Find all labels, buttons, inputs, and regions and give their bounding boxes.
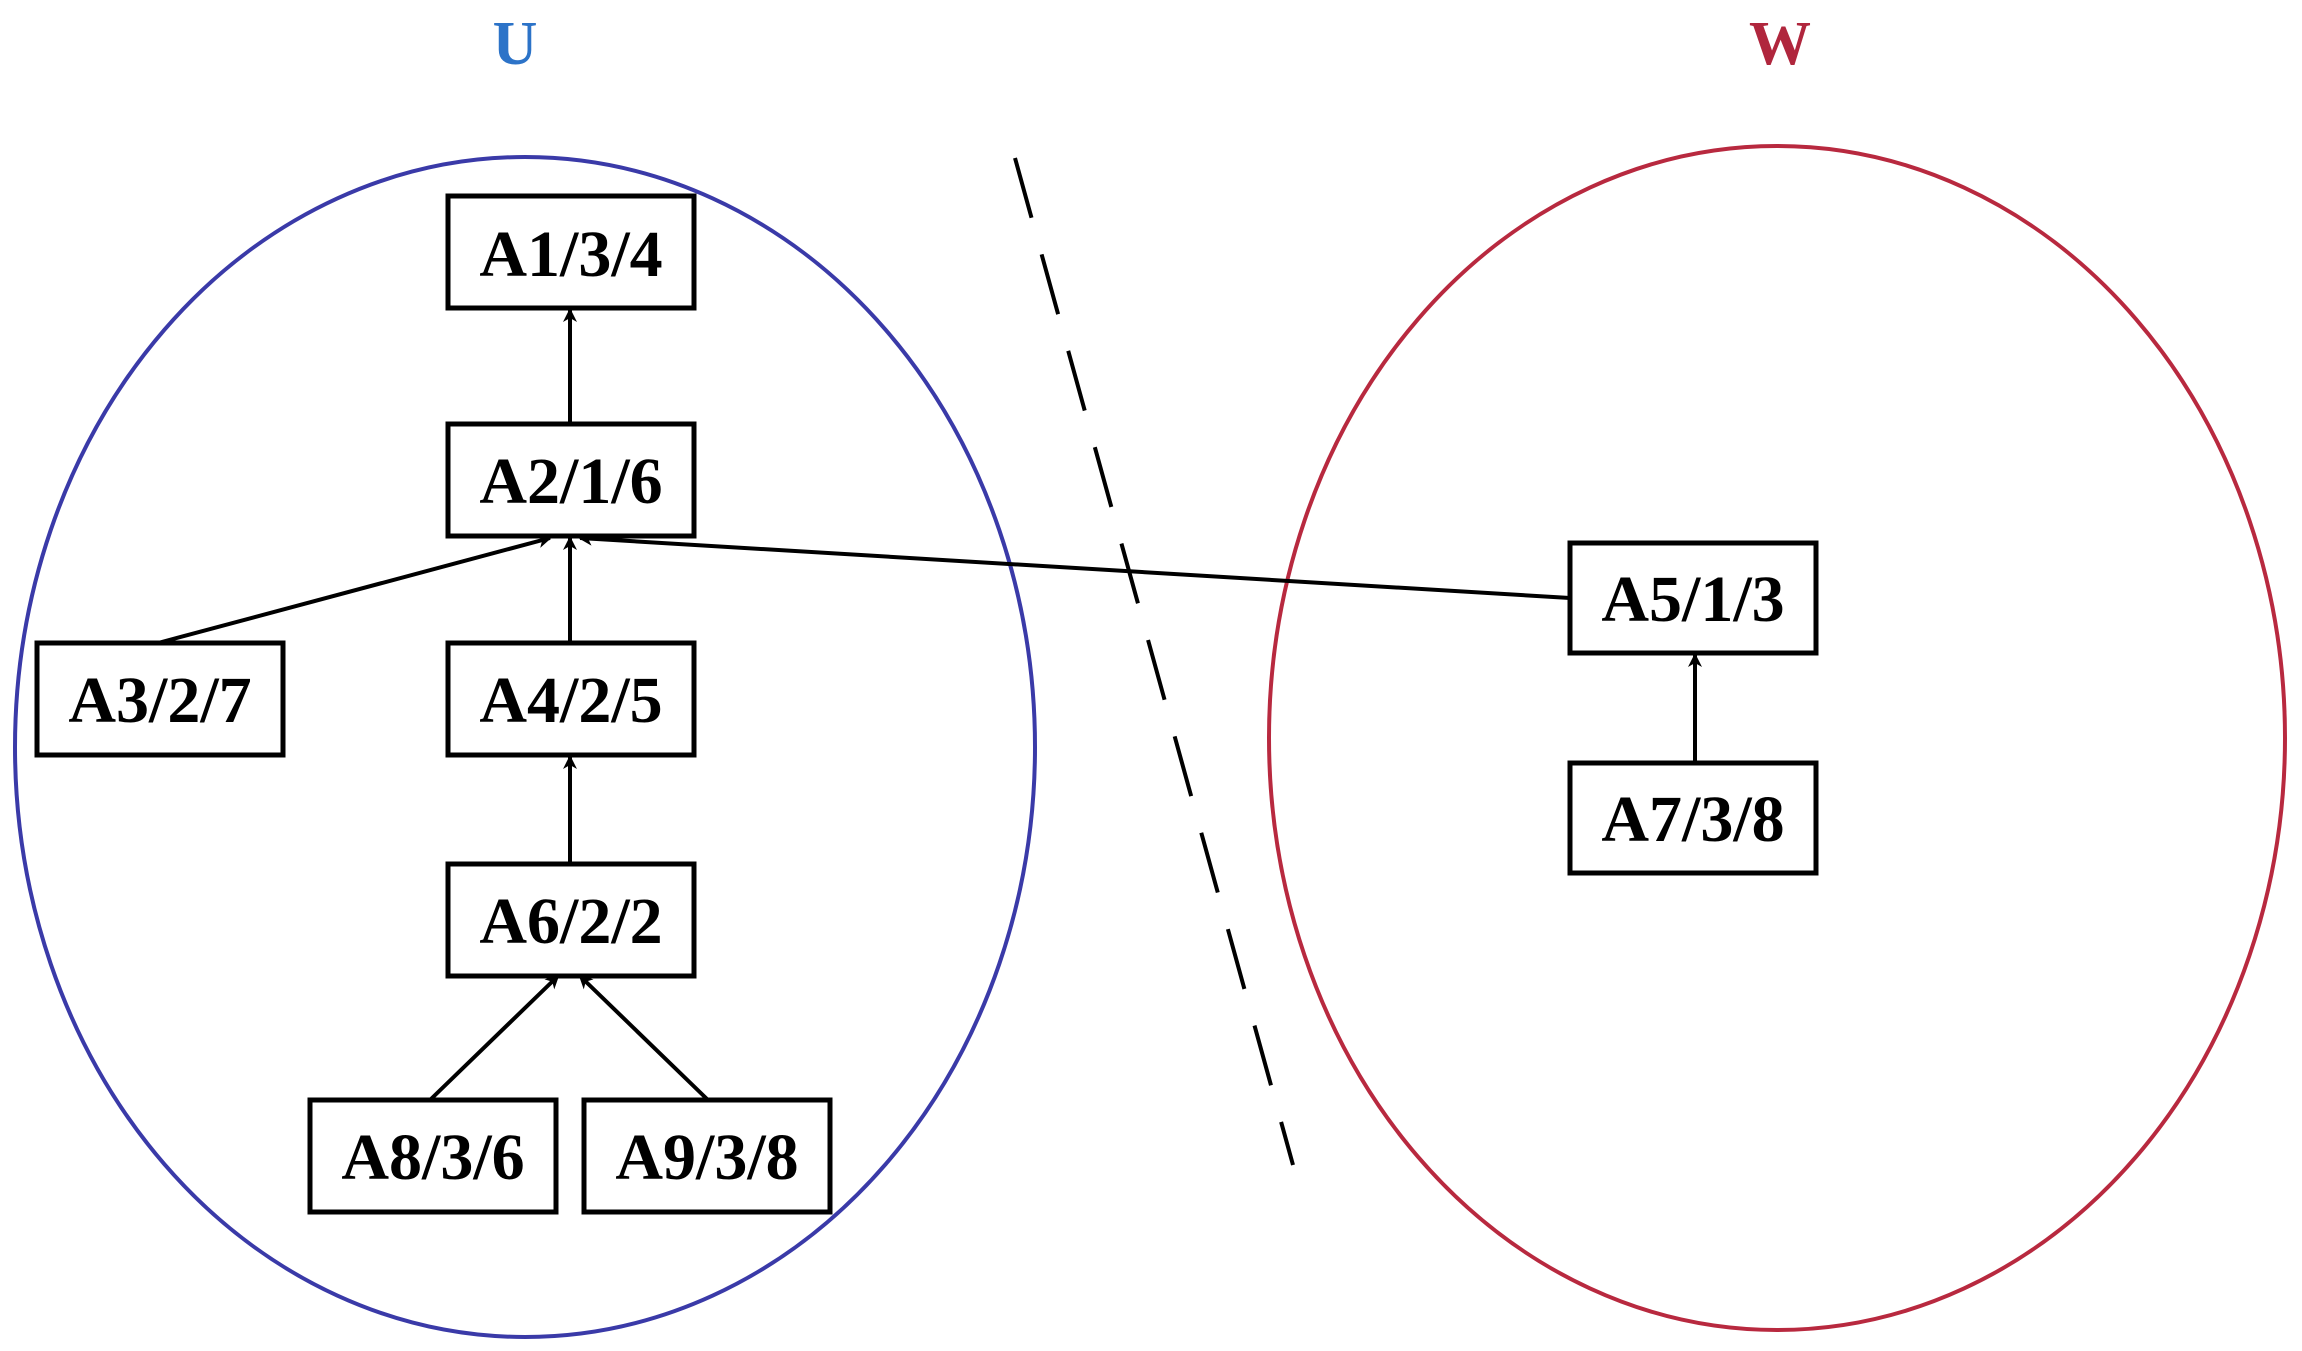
node-a7: A7/3/8	[1567, 760, 1819, 876]
edge-a9-a6	[578, 974, 710, 1102]
node-a7-label: A7/3/8	[1601, 783, 1784, 856]
edge-a3-a2	[157, 534, 552, 645]
node-a5: A5/1/3	[1567, 540, 1819, 656]
node-a8-label: A8/3/6	[341, 1121, 524, 1194]
node-a3-label: A3/2/7	[68, 664, 251, 737]
node-a9-label: A9/3/8	[615, 1121, 798, 1194]
separator-dashed-line	[1013, 157, 1295, 1166]
node-a1: A1/3/4	[445, 193, 697, 311]
node-a8: A8/3/6	[307, 1097, 559, 1215]
node-a1-label: A1/3/4	[479, 218, 662, 291]
node-a4-label: A4/2/5	[479, 664, 662, 737]
node-a4: A4/2/5	[445, 640, 697, 758]
node-a9: A9/3/8	[581, 1097, 833, 1215]
node-a2-label: A2/1/6	[479, 445, 662, 518]
set-u-ellipse	[13, 155, 1037, 1339]
node-a6-label: A6/2/2	[479, 885, 662, 958]
set-label-w: W	[1749, 10, 1811, 78]
set-w-ellipse	[1267, 144, 2287, 1332]
node-a2: A2/1/6	[445, 421, 697, 539]
node-a6: A6/2/2	[445, 861, 697, 979]
node-a5-label: A5/1/3	[1601, 563, 1784, 636]
set-label-u: U	[493, 10, 538, 78]
node-a3: A3/2/7	[34, 640, 286, 758]
edge-a5-a2	[578, 531, 1571, 600]
edge-a8-a6	[428, 974, 560, 1102]
edges	[157, 308, 1702, 1102]
